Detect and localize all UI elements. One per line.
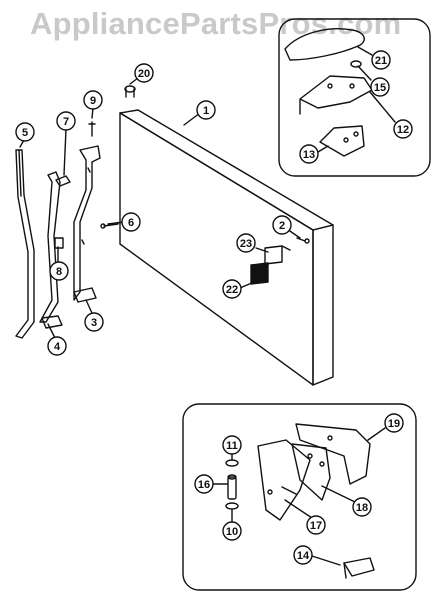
- screw-part-9: [88, 121, 96, 137]
- callout-circle-23: [236, 233, 256, 253]
- callout-circle-4: [47, 336, 67, 356]
- plate-part-22: [250, 262, 269, 285]
- leader-12: [369, 91, 396, 123]
- door-panel: [119, 109, 334, 386]
- callout-circle-10: [222, 521, 242, 541]
- hinge-cover-part-21: [284, 28, 365, 61]
- spacer-part-16: [227, 474, 237, 500]
- hinge-bracket-part-19: [295, 423, 371, 485]
- leader-17: [284, 499, 313, 519]
- plate-part-13: [319, 125, 365, 157]
- callout-label-17: 17: [310, 520, 322, 532]
- leader-22: [239, 281, 255, 289]
- callout-circle-6: [121, 212, 141, 232]
- callout-circle-8: [49, 261, 69, 281]
- foot-part-14: [343, 557, 375, 579]
- callout-circle-18: [352, 497, 372, 517]
- shim-part-7: [55, 175, 71, 187]
- callout-label-2: 2: [279, 220, 285, 232]
- callout-label-10: 10: [226, 526, 238, 538]
- callout-label-5: 5: [22, 127, 28, 139]
- callout-label-23: 23: [240, 238, 252, 250]
- leader-4: [47, 323, 56, 339]
- plug-part-20: [124, 85, 136, 98]
- callout-circle-5: [15, 122, 35, 142]
- callout-circle-20: [134, 63, 154, 83]
- callout-circle-1: [196, 100, 216, 120]
- screw-part-6: [100, 223, 119, 229]
- hinge-plate-part-18: [291, 443, 331, 501]
- callout-circle-15: [370, 77, 390, 97]
- clip-part-8: [54, 237, 64, 249]
- door-bracket-part-3: [73, 145, 101, 303]
- callout-circle-16: [194, 474, 214, 494]
- callout-label-21: 21: [375, 55, 387, 67]
- callout-circle-3: [84, 312, 104, 332]
- callout-label-16: 16: [198, 479, 210, 491]
- leader-13: [317, 145, 329, 153]
- leader-21: [357, 46, 373, 56]
- callout-circle-13: [299, 144, 319, 164]
- plug-part-15: [350, 60, 362, 68]
- callout-label-13: 13: [303, 149, 315, 161]
- callout-label-7: 7: [63, 116, 69, 128]
- washer-part-10: [225, 502, 239, 510]
- callout-circle-9: [83, 90, 103, 110]
- callout-label-8: 8: [56, 266, 62, 278]
- callout-circle-7: [56, 111, 76, 131]
- callout-label-9: 9: [90, 95, 96, 107]
- callout-label-19: 19: [388, 418, 400, 430]
- callout-label-11: 11: [226, 440, 238, 452]
- washer-part-11: [225, 459, 239, 467]
- callout-circle-12: [393, 119, 413, 139]
- callout-circle-19: [384, 413, 404, 433]
- bracket-part-23: [264, 245, 291, 265]
- leader-3: [85, 299, 93, 314]
- callout-label-14: 14: [297, 550, 310, 562]
- callout-label-20: 20: [138, 68, 150, 80]
- callout-label-18: 18: [356, 502, 368, 514]
- hinge-part-17: [257, 439, 311, 521]
- hinge-inset-frame: [278, 18, 431, 177]
- callout-circle-17: [306, 515, 326, 535]
- leader-14: [311, 555, 341, 566]
- hinge-part-12: [299, 75, 373, 115]
- callout-circle-14: [293, 545, 313, 565]
- hardware-inset-frame: [182, 403, 417, 591]
- callout-label-1: 1: [203, 105, 209, 117]
- leader-18: [321, 485, 356, 503]
- leader-15: [357, 65, 372, 81]
- callout-label-12: 12: [397, 124, 409, 136]
- callout-circle-2: [272, 215, 292, 235]
- leader-1: [183, 112, 201, 126]
- callout-circle-11: [222, 435, 242, 455]
- callout-label-4: 4: [54, 341, 61, 353]
- leader-23: [255, 247, 269, 253]
- leader-19: [367, 427, 386, 441]
- screw-part-2: [296, 237, 310, 244]
- callout-label-22: 22: [226, 284, 238, 296]
- door-strip-part-5: [15, 149, 35, 339]
- callout-circle-21: [371, 50, 391, 70]
- callout-circle-22: [222, 279, 242, 299]
- callout-label-3: 3: [91, 317, 97, 329]
- callout-label-6: 6: [128, 217, 134, 229]
- leader-7: [63, 128, 67, 176]
- watermark-text: AppliancePartsPros.com: [30, 6, 402, 41]
- callout-label-15: 15: [374, 82, 386, 94]
